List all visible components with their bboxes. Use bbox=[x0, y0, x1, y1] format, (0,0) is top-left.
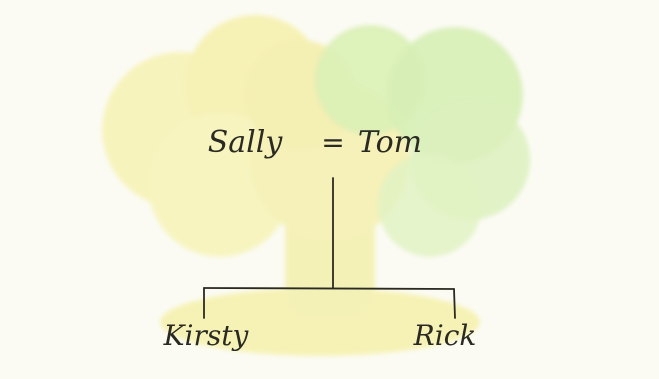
canopy-blob-green bbox=[378, 153, 482, 257]
child-name: Kirsty bbox=[163, 319, 250, 352]
parent-left-name: Sally bbox=[208, 125, 284, 160]
parent-right-name: Tom bbox=[358, 125, 422, 160]
marriage-separator: = bbox=[321, 126, 344, 159]
sibling-bar bbox=[204, 288, 454, 289]
child-name: Rick bbox=[413, 319, 477, 352]
tree-painting bbox=[102, 15, 530, 356]
child-drop-right bbox=[454, 289, 455, 318]
